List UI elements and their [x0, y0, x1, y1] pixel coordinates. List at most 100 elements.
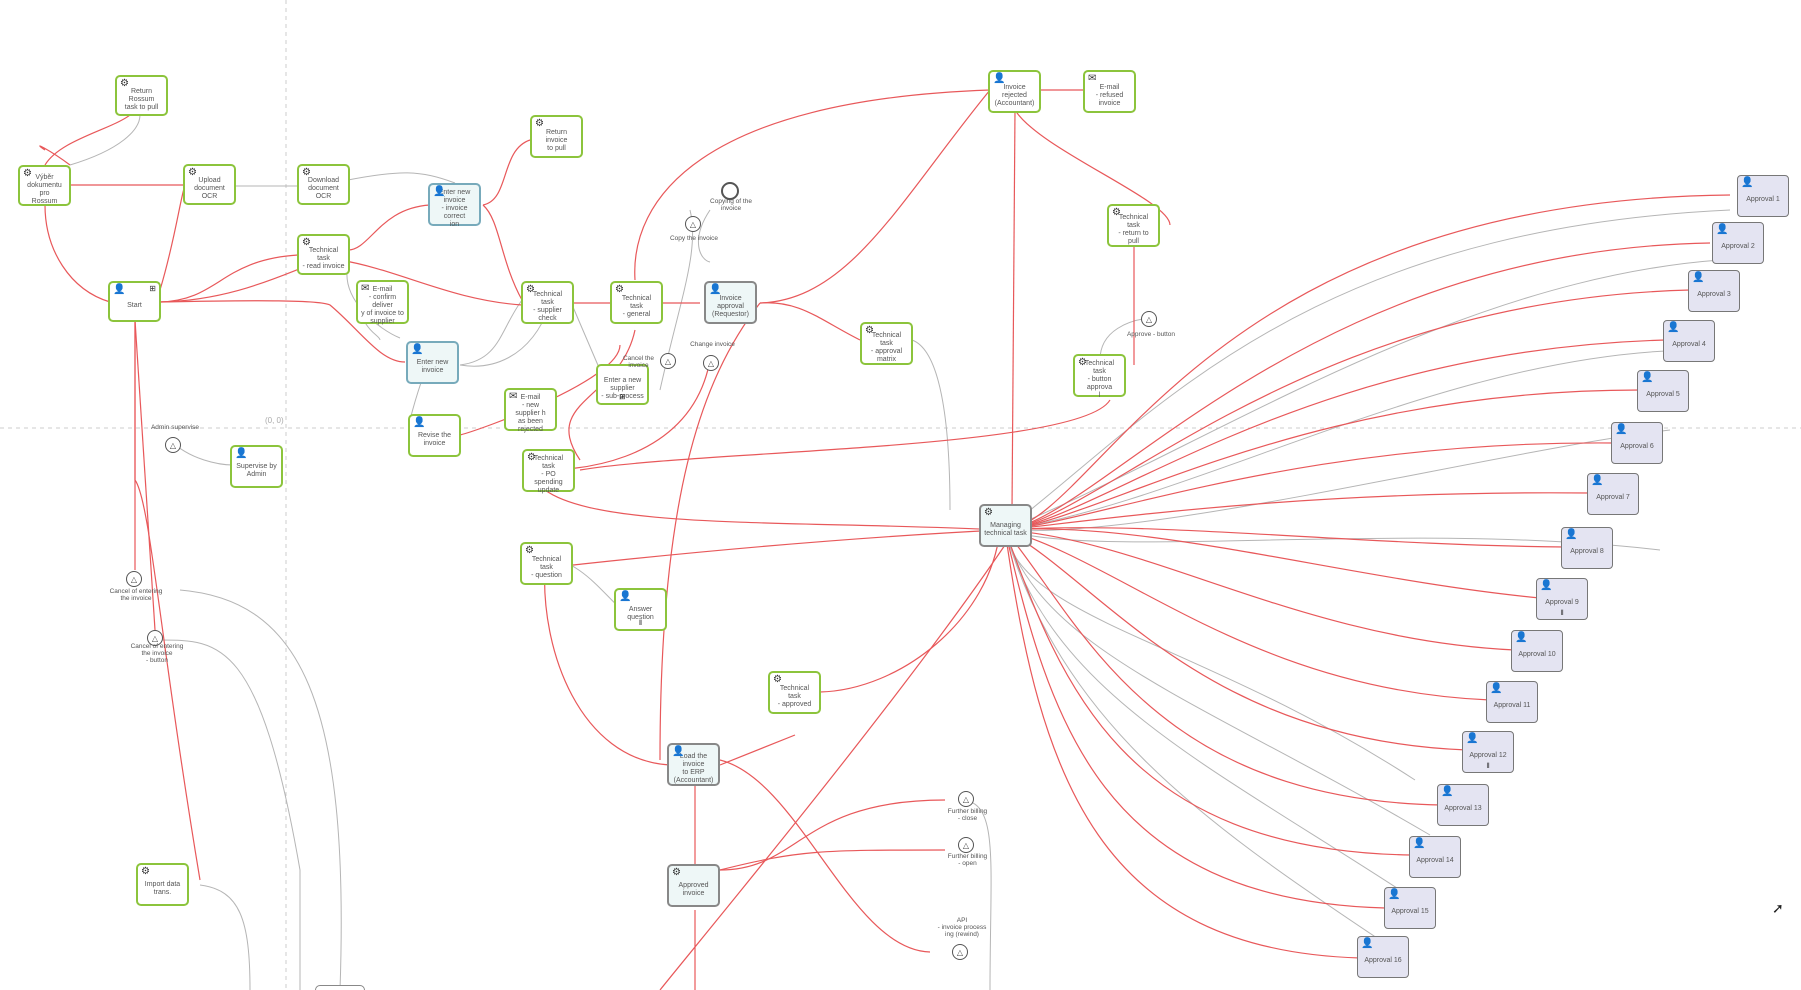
task-tech-button-approval[interactable]: ⚙Technical task - button approva l: [1073, 354, 1126, 399]
task-approval-1[interactable]: 👤Approval 1: [1737, 175, 1789, 217]
task-email-confirm-delivery[interactable]: ✉E-mail - confirm deliver y of invoice t…: [356, 280, 409, 325]
task-label: Approval 16: [1364, 957, 1402, 964]
task-approval-5[interactable]: 👤Approval 5: [1637, 370, 1689, 412]
signal-event-cancel-entering-icon[interactable]: △: [126, 571, 142, 587]
task-approval-6[interactable]: 👤Approval 6: [1611, 422, 1663, 464]
task-tech-general[interactable]: ⚙Technical task - general: [610, 281, 663, 324]
user-icon: 👤: [1466, 733, 1479, 744]
task-email-supplier-rejected[interactable]: ✉E-mail - new supplier h as been rejecte…: [504, 388, 557, 433]
task-approval-2[interactable]: 👤Approval 2: [1712, 222, 1764, 264]
signal-event-api-icon[interactable]: △: [952, 944, 968, 960]
task-tech-question[interactable]: ⚙Technical task - question: [520, 542, 573, 585]
task-email-refused-invoice[interactable]: ✉E-mail - refused invoice: [1083, 70, 1136, 113]
task-import-data[interactable]: ⚙Import data trans.: [136, 863, 189, 906]
task-label: Revise the invoice: [417, 431, 452, 447]
task-approval-15[interactable]: 👤Approval 15: [1384, 887, 1436, 929]
task-invoice-rejected[interactable]: 👤Invoice rejected (Accountant): [988, 70, 1041, 113]
task-tech-po-spending[interactable]: ⚙Technical task - PO spending update: [522, 449, 575, 494]
gear-icon: ⚙: [302, 167, 311, 178]
task-approval-10[interactable]: 👤Approval 10: [1511, 630, 1563, 672]
signal-event-admin-supervise-icon[interactable]: △: [165, 437, 181, 453]
signal-event-approve-button-icon[interactable]: △: [1141, 311, 1157, 327]
user-icon: 👤: [1641, 372, 1654, 383]
user-icon: 👤: [1540, 580, 1553, 591]
user-icon: 👤: [1692, 272, 1705, 283]
task-approval-3[interactable]: 👤 Approval 3: [1688, 270, 1740, 312]
task-approval-14[interactable]: 👤Approval 14: [1409, 836, 1461, 878]
task-approval-4[interactable]: 👤Approval 4: [1663, 320, 1715, 362]
signal-event-cancel-invoice-icon[interactable]: △: [660, 353, 676, 369]
task-approval-12[interactable]: 👤Approval 12⦀: [1462, 731, 1514, 773]
task-tech-approved[interactable]: ⚙Technical task - approved: [768, 671, 821, 714]
task-return-rossum[interactable]: ⚙Return Rossum task to pull: [115, 75, 168, 116]
task-approval-13[interactable]: 👤Approval 13: [1437, 784, 1489, 826]
user-icon: 👤: [1591, 475, 1604, 486]
user-icon: 👤: [1515, 632, 1528, 643]
task-label: Technical task - return to pull: [1118, 213, 1149, 245]
task-label: Approval 14: [1416, 857, 1454, 864]
task-label: Technical task - read invoice: [302, 246, 345, 270]
signal-event-copy-icon[interactable]: △: [685, 216, 701, 232]
event-label-admin-supervise: Admin supervise: [150, 424, 200, 431]
end-event-copying[interactable]: [721, 182, 739, 200]
task-enter-new-supplier[interactable]: Enter a new supplier - sub-process⊞: [596, 364, 649, 405]
task-label: Enter a new supplier - sub-process: [601, 376, 644, 400]
task-label: Technical task - approval matrix: [870, 331, 903, 363]
task-approval-9[interactable]: 👤Approval 9⦀: [1536, 578, 1588, 620]
event-label-copy: Copy the invoice: [669, 235, 719, 242]
gear-icon: ⚙: [773, 674, 782, 685]
task-label: Enter new invoice - invoice correct ion: [438, 188, 471, 228]
task-return-invoice-to-pull[interactable]: ⚙Return invoice to pull: [530, 115, 583, 158]
task-partial-bottom[interactable]: [315, 985, 365, 990]
task-label: Approval 2: [1721, 243, 1755, 250]
task-tech-supplier-check[interactable]: ⚙Technical task - supplier check: [521, 281, 574, 324]
event-label-cancel-entering: Cancel of entering the invoice: [109, 588, 163, 602]
task-approval-16[interactable]: 👤Approval 16: [1357, 936, 1409, 978]
gear-icon: ⚙: [535, 118, 544, 129]
task-label: Invoice rejected (Accountant): [994, 83, 1035, 107]
task-label: Approval 15: [1391, 908, 1429, 915]
task-approval-11[interactable]: 👤Approval 11: [1486, 681, 1538, 723]
task-approval-7[interactable]: 👤Approval 7: [1587, 473, 1639, 515]
task-label: Answer question: [627, 605, 654, 621]
task-load-erp[interactable]: 👤Load the invoice to ERP (Accountant): [667, 743, 720, 786]
envelope-icon: ✉: [361, 283, 370, 294]
task-label: Upload document OCR: [194, 176, 225, 200]
task-tech-read-invoice[interactable]: ⚙Technical task - read invoice: [297, 234, 350, 275]
gear-icon: ⚙: [525, 545, 534, 556]
task-tech-approval-matrix[interactable]: ⚙Technical task - approval matrix: [860, 322, 913, 365]
task-label: Approval 3: [1697, 291, 1731, 298]
signal-event-change-invoice-icon[interactable]: △: [703, 355, 719, 371]
task-label: Start: [127, 301, 142, 309]
task-download-ocr[interactable]: ⚙Download document OCR: [297, 164, 350, 205]
task-supervise-admin[interactable]: 👤Supervise by Admin: [230, 445, 283, 488]
task-upload-ocr[interactable]: ⚙Upload document OCR: [183, 164, 236, 205]
task-approved-invoice[interactable]: ⚙Approved invoice: [667, 864, 720, 907]
task-revise-invoice[interactable]: 👤 Revise the invoice: [408, 414, 461, 457]
user-icon: 👤: [1741, 177, 1754, 188]
signal-event-further-close-icon[interactable]: △: [958, 791, 974, 807]
task-enter-new-invoice[interactable]: 👤Enter new invoice: [406, 341, 459, 384]
task-label: Technical task - general: [621, 294, 652, 318]
signal-event-cancel-button-icon[interactable]: △: [147, 630, 163, 646]
task-tech-return-to-pull[interactable]: ⚙Technical task - return to pull: [1107, 204, 1160, 247]
task-label: Approved invoice: [678, 881, 709, 897]
user-icon: 👤: [1565, 529, 1578, 540]
task-label: E-mail - refused invoice: [1095, 83, 1124, 107]
task-answer-question[interactable]: 👤Answer question⦀: [614, 588, 667, 631]
task-vyber-dokumentu[interactable]: ⚙Výběr dokumentu pro Rossum: [18, 165, 71, 206]
task-invoice-approval[interactable]: 👤Invoice approval (Requestor): [704, 281, 757, 324]
signal-event-further-open-icon[interactable]: △: [958, 837, 974, 853]
task-managing-technical[interactable]: ⚙Managing technical task: [979, 504, 1032, 547]
task-start[interactable]: 👤⊞Start: [108, 281, 161, 322]
task-label: Import data trans.: [144, 880, 181, 896]
user-icon: 👤: [1615, 424, 1628, 435]
task-enter-invoice-correction[interactable]: 👤Enter new invoice - invoice correct ion: [428, 183, 481, 228]
gear-icon: ⚙: [120, 78, 129, 89]
user-icon: 👤: [413, 417, 426, 428]
task-approval-8[interactable]: 👤Approval 8: [1561, 527, 1613, 569]
task-label: Výběr dokumentu pro Rossum: [27, 173, 62, 205]
gear-icon: ⚙: [615, 284, 624, 295]
task-label: Return Rossum task to pull: [124, 87, 159, 111]
